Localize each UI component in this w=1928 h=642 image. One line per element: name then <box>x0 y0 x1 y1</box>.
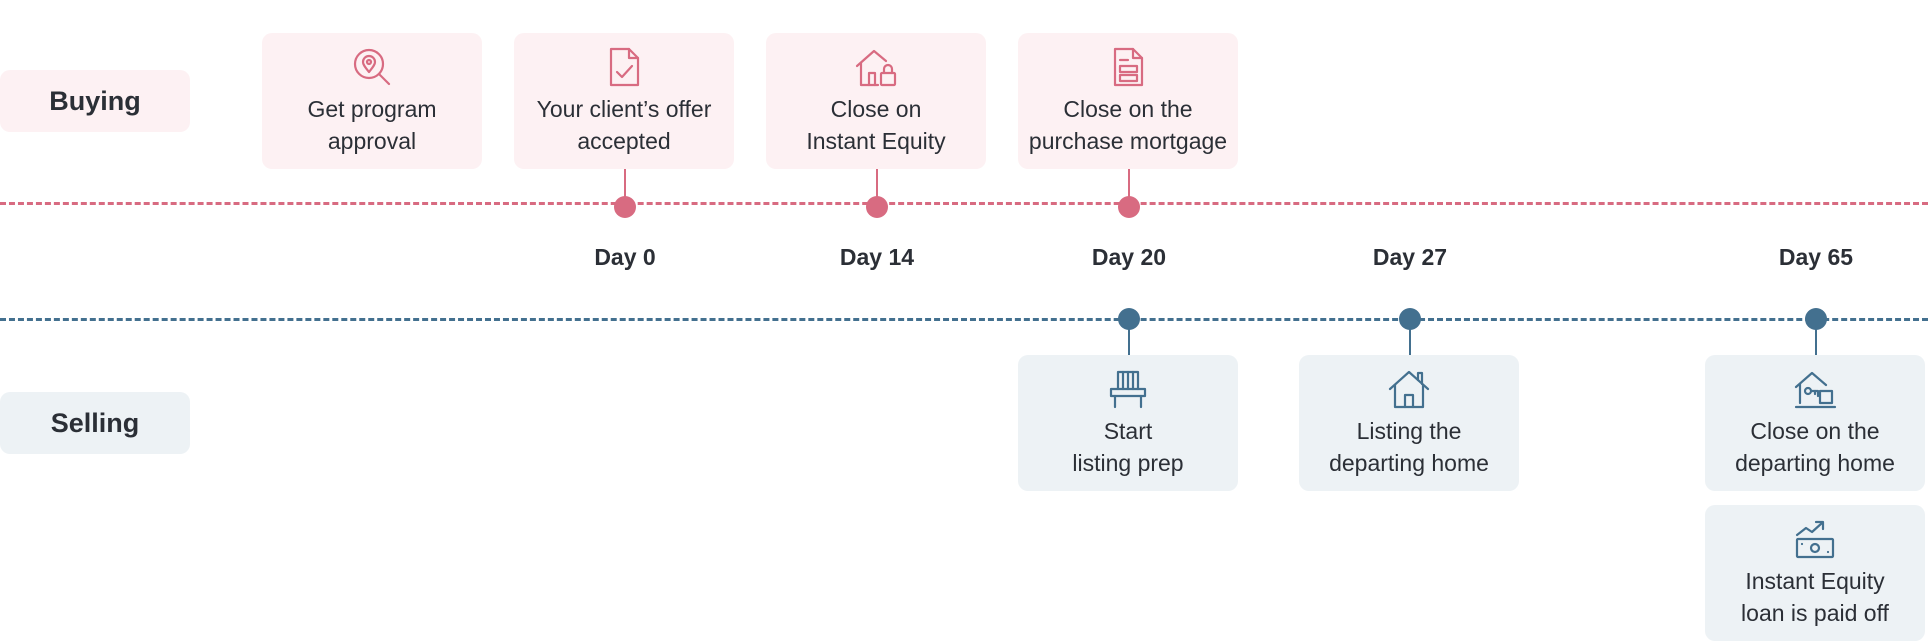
selling-step-listing-home: Listing the departing home <box>1299 355 1519 491</box>
day-label-14: Day 14 <box>839 244 915 270</box>
selling-milestone-dot <box>1805 308 1827 330</box>
location-search-icon <box>353 48 391 86</box>
selling-connector <box>1409 328 1411 355</box>
buying-milestone-dot <box>866 196 888 218</box>
buying-step-text: Close on the purchase mortgage <box>1028 96 1228 154</box>
staging-table-icon <box>1109 370 1147 409</box>
buying-connector <box>1128 169 1130 199</box>
day-label-20: Day 20 <box>1091 244 1167 270</box>
selling-connector <box>1128 328 1130 355</box>
document-check-icon <box>609 47 640 87</box>
selling-step-text: Start listing prep <box>1072 418 1184 476</box>
day-label-27: Day 27 <box>1372 244 1448 270</box>
day-label-0: Day 0 <box>594 244 656 270</box>
buying-timeline <box>0 202 1928 205</box>
selling-step-listing-prep: Start listing prep <box>1018 355 1238 491</box>
buying-step-close-purchase-mortgage: Close on the purchase mortgage <box>1018 33 1238 169</box>
selling-step-text: Close on the departing home <box>1735 418 1895 476</box>
buying-step-close-instant-equity: Close on Instant Equity <box>766 33 986 169</box>
buying-connector <box>876 169 878 199</box>
selling-milestone-dot <box>1118 308 1140 330</box>
buying-step-text: Close on Instant Equity <box>806 96 946 154</box>
buying-milestone-dot <box>1118 196 1140 218</box>
buying-step-text: Get program approval <box>307 96 437 154</box>
selling-step-loan-paid-off: Instant Equity loan is paid off <box>1705 505 1925 641</box>
house-key-icon <box>1794 371 1837 409</box>
buying-milestone-dot <box>614 196 636 218</box>
money-growth-icon <box>1795 520 1835 559</box>
selling-connector <box>1815 328 1817 355</box>
buying-row-label: Buying <box>0 70 190 132</box>
buying-step-program-approval: Get program approval <box>262 33 482 169</box>
document-form-icon <box>1113 47 1144 87</box>
buying-step-text: Your client’s offer accepted <box>536 96 712 154</box>
selling-step-text: Instant Equity loan is paid off <box>1741 568 1889 626</box>
selling-timeline <box>0 318 1928 321</box>
selling-row-label: Selling <box>0 392 190 454</box>
house-icon <box>1388 370 1430 409</box>
day-label-65: Day 65 <box>1778 244 1854 270</box>
selling-step-text: Listing the departing home <box>1329 418 1489 476</box>
buying-step-offer-accepted: Your client’s offer accepted <box>514 33 734 169</box>
selling-step-close-departing-home: Close on the departing home <box>1705 355 1925 491</box>
selling-milestone-dot <box>1399 308 1421 330</box>
buying-connector <box>624 169 626 199</box>
house-lock-icon <box>855 49 897 87</box>
